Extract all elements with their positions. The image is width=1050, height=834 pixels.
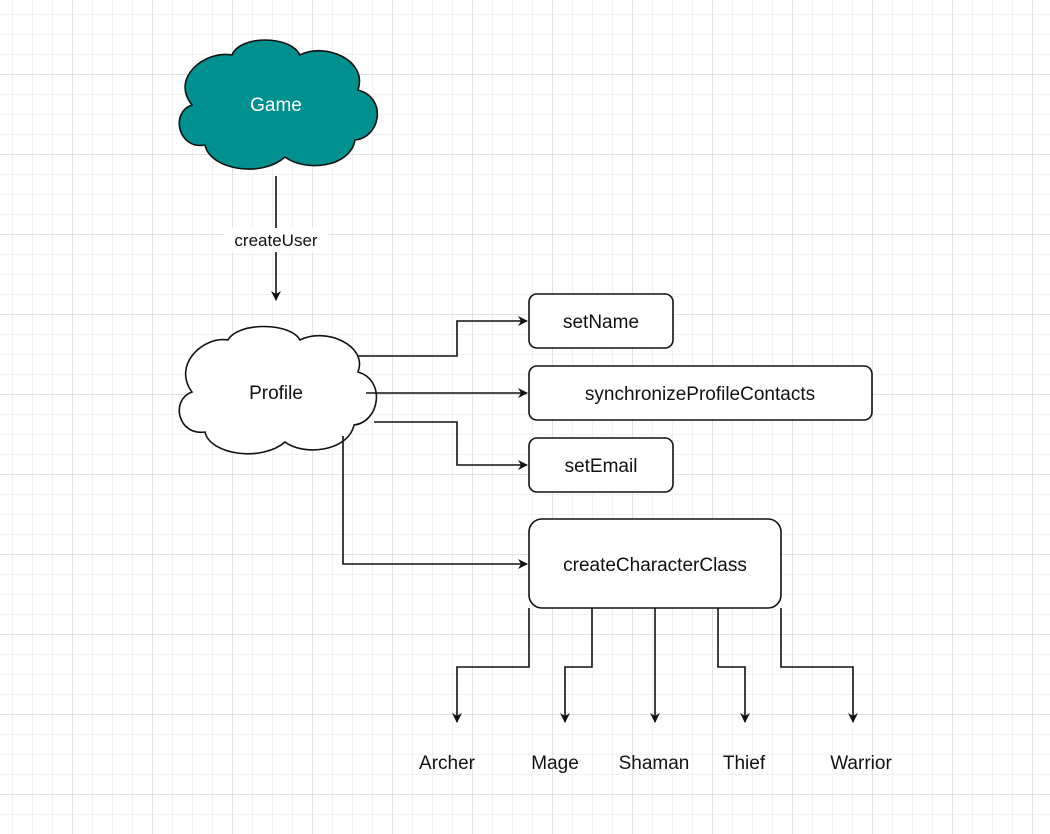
- create-character-class-node[interactable]: createCharacterClass: [528, 518, 782, 609]
- class-label-warrior: Warrior: [830, 753, 892, 774]
- set-name-box: [528, 293, 674, 349]
- edge-to-mage[interactable]: [560, 608, 593, 723]
- profile-to-setname-edge[interactable]: [358, 316, 528, 357]
- set-email-box: [528, 437, 674, 493]
- class-label-thief: Thief: [723, 753, 766, 774]
- game-label: Game: [250, 95, 302, 116]
- synchronize-profile-contacts-label: synchronizeProfileContacts: [585, 384, 815, 405]
- game-node[interactable]: Game: [178, 39, 378, 170]
- create-user-label: createUser: [234, 231, 317, 250]
- edge-to-warrior[interactable]: [780, 608, 858, 723]
- edge-to-archer[interactable]: [452, 608, 530, 723]
- profile-cloud-shape: [178, 325, 378, 455]
- synchronize-profile-contacts-node[interactable]: synchronizeProfileContacts: [528, 365, 873, 421]
- profile-node[interactable]: Profile: [178, 325, 378, 455]
- profile-label: Profile: [249, 383, 303, 404]
- set-name-node[interactable]: setName: [528, 293, 674, 349]
- class-label-shaman: Shaman: [619, 753, 690, 774]
- set-email-node[interactable]: setEmail: [528, 437, 674, 493]
- game-cloud-shape: [178, 39, 378, 170]
- edge-to-thief[interactable]: [717, 608, 750, 723]
- class-label-mage: Mage: [531, 753, 579, 774]
- set-email-label: setEmail: [565, 456, 638, 477]
- profile-to-setemail-edge[interactable]: [374, 421, 528, 470]
- set-name-label: setName: [563, 312, 639, 333]
- create-user-label-bg: [224, 228, 328, 252]
- profile-to-createcharacterclass-edge[interactable]: [342, 436, 528, 569]
- create-character-class-label: createCharacterClass: [563, 555, 747, 576]
- synchronize-profile-contacts-box: [528, 365, 873, 421]
- class-label-archer: Archer: [419, 753, 476, 774]
